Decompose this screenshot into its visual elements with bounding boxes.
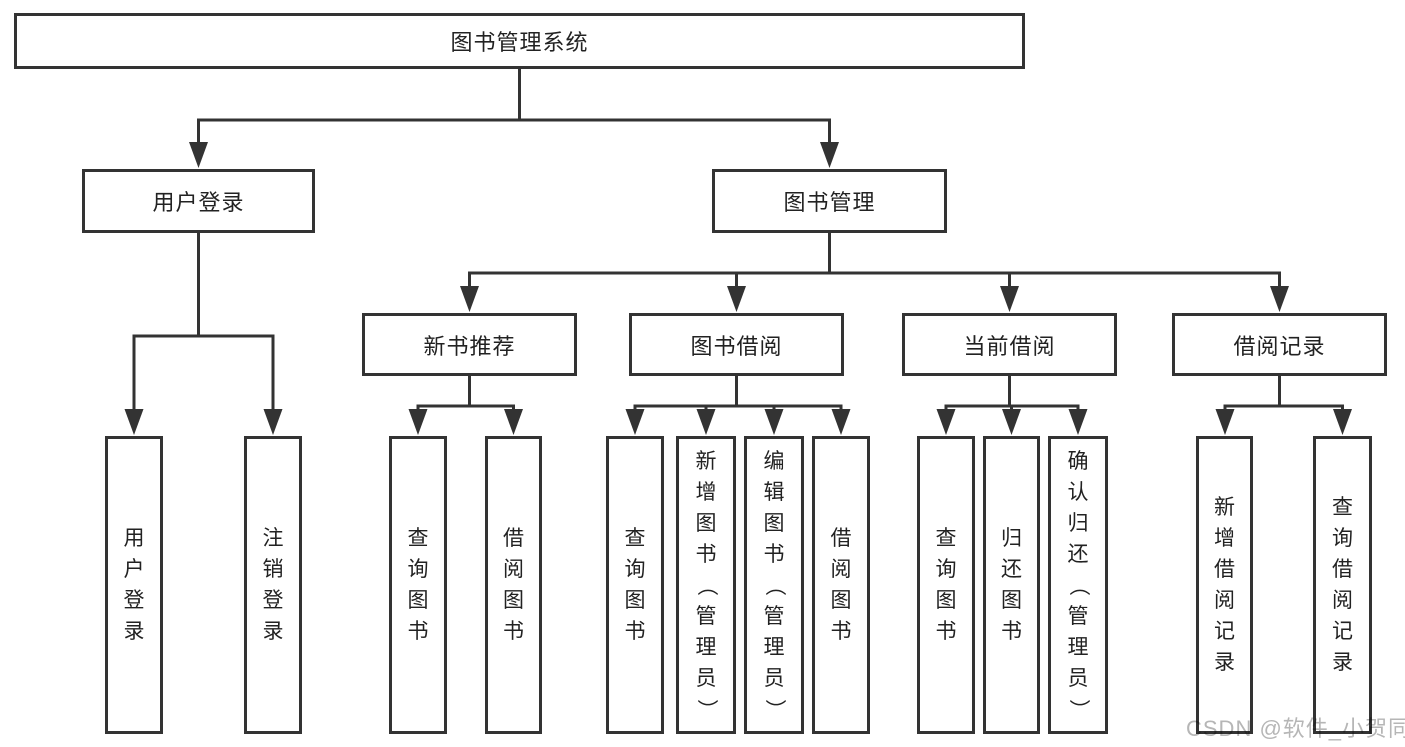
node-user-login: 用户登录 bbox=[82, 169, 315, 233]
leaf-query-books-current: 查询图书 bbox=[917, 436, 975, 734]
node-borrowing-records: 借阅记录 bbox=[1172, 313, 1387, 376]
csdn-watermark: CSDN @软件_小贺同学 bbox=[1186, 716, 1405, 741]
leaf-user-login: 用户登录 bbox=[105, 436, 163, 734]
node-library-management-system: 图书管理系统 bbox=[14, 13, 1025, 69]
leaf-query-borrow-record: 查询借阅记录 bbox=[1313, 436, 1372, 734]
leaf-borrow-books-recommend: 借阅图书 bbox=[485, 436, 542, 734]
connector-paths bbox=[132, 67, 1344, 416]
leaf-query-books-recommend: 查询图书 bbox=[389, 436, 447, 734]
leaf-add-book-admin: 新增图书（管理员） bbox=[676, 436, 736, 734]
leaf-edit-book-admin: 编辑图书（管理员） bbox=[744, 436, 804, 734]
arrowhead-icons bbox=[124, 142, 1352, 435]
leaf-logout: 注销登录 bbox=[244, 436, 302, 734]
node-current-borrowing: 当前借阅 bbox=[902, 313, 1117, 376]
node-book-management: 图书管理 bbox=[712, 169, 947, 233]
leaf-add-borrow-record: 新增借阅记录 bbox=[1196, 436, 1253, 734]
node-book-borrowing: 图书借阅 bbox=[629, 313, 844, 376]
node-new-book-recommendation: 新书推荐 bbox=[362, 313, 577, 376]
leaf-query-books-borrow: 查询图书 bbox=[606, 436, 664, 734]
leaf-return-books: 归还图书 bbox=[983, 436, 1040, 734]
leaf-borrow-books: 借阅图书 bbox=[812, 436, 870, 734]
leaf-confirm-return-admin: 确认归还（管理员） bbox=[1048, 436, 1108, 734]
